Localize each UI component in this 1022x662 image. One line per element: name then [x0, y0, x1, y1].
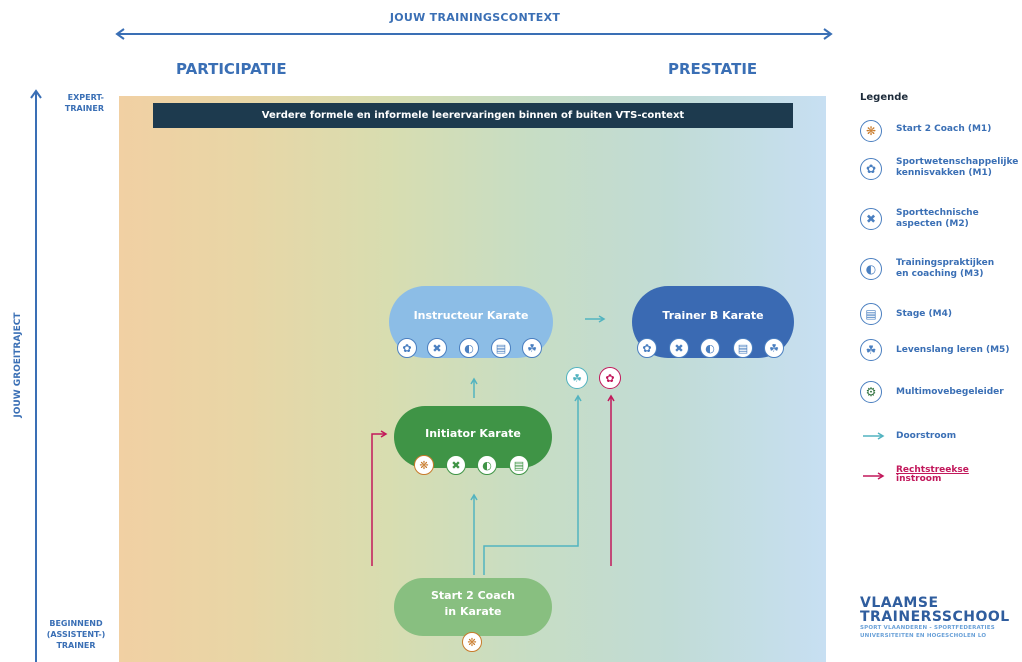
legend-item-1-line1: Sportwetenschappelijke: [896, 157, 1019, 167]
context-gradient-area: [119, 96, 826, 662]
expert-trainer-label: EXPERT- TRAINER: [56, 92, 104, 114]
tools-icon: ✖: [446, 455, 466, 475]
direct-entry-initiator: [371, 430, 388, 566]
tools-icon: ✖: [427, 338, 447, 358]
legend-item-1-line2: kennisvakken (M1): [896, 168, 992, 178]
lifelong-icon: ☘: [566, 367, 588, 389]
node-instructeur-label: Instructeur Karate: [413, 309, 529, 322]
stage-icon: ▤: [733, 338, 753, 358]
node-start2-line2: in Karate: [444, 605, 502, 618]
logo-sub1: SPORT VLAANDEREN - SPORTFEDERATIES: [860, 625, 995, 631]
legend-item-multimove: Multimovebegeleider: [896, 387, 1004, 397]
whistle-icon: ◐: [700, 338, 720, 358]
context-axis-title: JOUW TRAININGSCONTEXT: [389, 11, 561, 24]
stage-icon: ▤: [860, 303, 882, 325]
doorstroom-arrow-icon: [863, 432, 885, 440]
legend-item-2-line1: Sporttechnische: [896, 208, 979, 218]
vlaamse-trainersschool-logo: VLAAMSE TRAINERSSCHOOL SPORT VLAANDEREN …: [860, 596, 1010, 640]
legend-item-start2coach: Start 2 Coach (M1): [896, 124, 992, 134]
whistle-icon: ◐: [860, 258, 882, 280]
brain-icon: ✿: [637, 338, 657, 358]
legend-rechtstreeks-line1: Rechtstreekse: [896, 465, 969, 475]
arrow-start2-to-initiator: [470, 493, 478, 575]
legend-item-3-line2: en coaching (M3): [896, 269, 984, 279]
logo-sub2: UNIVERSITEITEN EN HOGESCHOLEN LO: [860, 633, 987, 639]
tools-icon: ✖: [669, 338, 689, 358]
start2coach-icon: ❋: [860, 120, 882, 142]
tools-icon: ✖: [860, 208, 882, 230]
node-trainer-b-label: Trainer B Karate: [662, 309, 764, 322]
context-axis-arrow: [115, 28, 833, 40]
direct-entry-arrow-icon: [863, 472, 885, 480]
legend-item-sporttechnisch: Sporttechnische aspecten (M2): [896, 208, 979, 230]
further-learning-banner: Verdere formele en informele leerervarin…: [153, 103, 793, 128]
brain-icon: ✿: [397, 338, 417, 358]
legend-item-3-line1: Trainingspraktijken: [896, 258, 995, 268]
node-start2-line1: Start 2 Coach: [430, 589, 515, 602]
arrow-start2-to-lifelong: [483, 394, 582, 575]
assistent-line: (ASSISTENT-): [46, 630, 106, 639]
start2coach-icon: ❋: [414, 455, 434, 475]
legend-item-2-line2: aspecten (M2): [896, 219, 969, 229]
lifelong-icon: ☘: [522, 338, 542, 358]
legend-item-sportwetenschappelijk: Sportwetenschappelijke kennisvakken (M1): [896, 157, 1018, 179]
lifelong-icon: ☘: [860, 339, 882, 361]
brain-icon: ✿: [860, 158, 882, 180]
legend-doorstroom: Doorstroom: [896, 431, 957, 441]
trainer-line-2: TRAINER: [56, 641, 96, 650]
stage-icon: ▤: [509, 455, 529, 475]
start2coach-icon: ❋: [462, 632, 482, 652]
legend-item-trainingspraktijken: Trainingspraktijken en coaching (M3): [896, 258, 994, 280]
logo-line1: VLAAMSE: [860, 595, 939, 611]
stage-icon: ▤: [491, 338, 511, 358]
trainer-line: TRAINER: [64, 104, 104, 113]
legend-rechtstreekse-instroom: Rechtstreekse instroom: [896, 466, 969, 484]
participatie-label: PARTICIPATIE: [176, 60, 287, 78]
whistle-icon: ◐: [477, 455, 497, 475]
node-start2coach-karate: Start 2 Coach in Karate: [394, 578, 552, 636]
legend-rechtstreeks-line2: instroom: [896, 474, 942, 484]
legend-item-stage: Stage (M4): [896, 309, 952, 319]
expert-line: EXPERT-: [67, 93, 104, 102]
multimove-icon: ⚙: [860, 381, 882, 403]
legend-item-levenslang: Levenslang leren (M5): [896, 345, 1010, 355]
legend-title: Legende: [860, 92, 909, 103]
beginnend-line: BEGINNEND: [49, 619, 103, 628]
lifelong-icon: ☘: [764, 338, 784, 358]
prestatie-label: PRESTATIE: [668, 60, 758, 78]
direct-entry-brain: [607, 394, 615, 566]
brain-icon: ✿: [599, 367, 621, 389]
arrow-initiator-to-instructeur: [470, 377, 478, 398]
node-initiator-label: Initiator Karate: [425, 427, 521, 440]
logo-line2: TRAINERSSCHOOL: [860, 609, 1010, 625]
growth-axis-arrow: [30, 89, 42, 662]
whistle-icon: ◐: [459, 338, 479, 358]
beginnend-trainer-label: BEGINNEND (ASSISTENT-) TRAINER: [40, 618, 112, 651]
arrow-instructeur-to-trainerb: [585, 315, 606, 323]
